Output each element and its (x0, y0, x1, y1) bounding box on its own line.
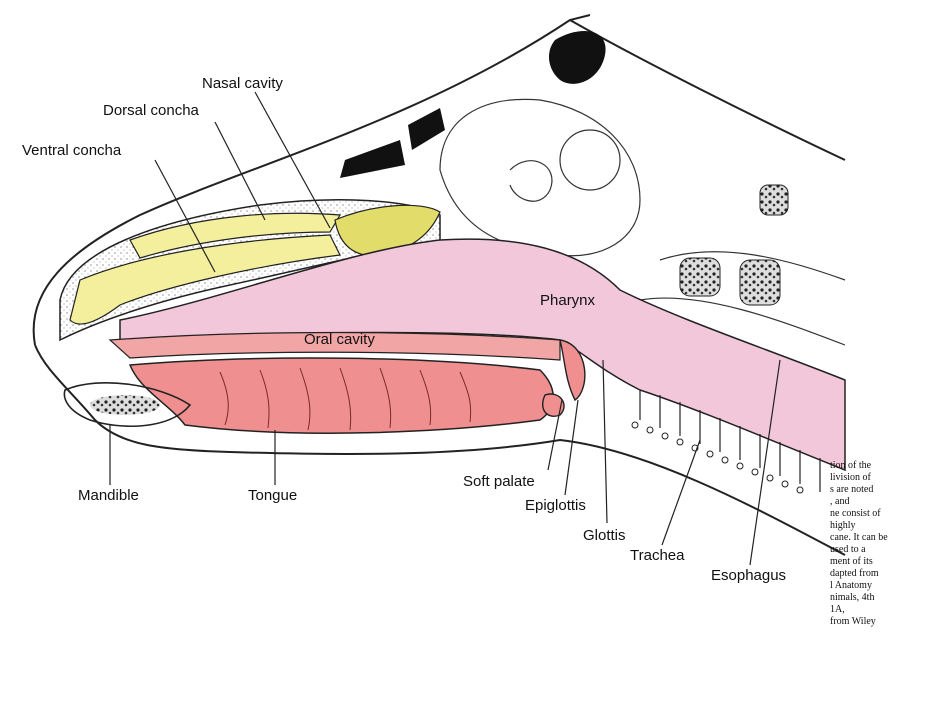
vertebra-2 (740, 260, 780, 305)
vertebra-3 (760, 185, 788, 215)
label-mandible: Mandible (78, 487, 139, 504)
frontal-sinus-3 (408, 108, 445, 150)
tongue-shape (130, 358, 553, 433)
label-nasal-cavity: Nasal cavity (202, 75, 283, 92)
caption-line: l Anatomy (830, 580, 929, 592)
caption-line: dapted from (830, 568, 929, 580)
caption-line: tion of the (830, 460, 929, 472)
label-oral-cavity: Oral cavity (304, 331, 375, 348)
turbinate-scroll (510, 161, 552, 201)
mandible-marrow (90, 395, 160, 415)
caption-line: used to a (830, 544, 929, 556)
caption-line: cane. It can be (830, 532, 929, 544)
label-pharynx: Pharynx (540, 292, 596, 309)
caption-line: 1A, (830, 604, 929, 616)
label-glottis: Glottis (583, 527, 626, 544)
caption-line: ne consist of (830, 508, 929, 520)
frontal-sinus-2 (340, 140, 405, 178)
figure-caption-fragment: tion of the livision of s are noted , an… (830, 460, 929, 715)
caption-line: from Wiley (830, 616, 929, 628)
label-soft-palate: Soft palate (463, 473, 535, 490)
caption-line: nimals, 4th (830, 592, 929, 604)
label-tongue: Tongue (248, 487, 297, 504)
caption-line: highly (830, 520, 929, 532)
label-trachea: Trachea (630, 547, 685, 564)
label-esophagus: Esophagus (711, 567, 786, 584)
frontal-sinus (549, 31, 606, 84)
label-dorsal-concha: Dorsal concha (103, 102, 200, 119)
vertebra-1 (680, 258, 720, 296)
caption-line: , and (830, 496, 929, 508)
label-epiglottis: Epiglottis (525, 497, 586, 514)
label-ventral-concha: Ventral concha (22, 142, 122, 159)
caption-line: ment of its (830, 556, 929, 568)
cranial-cavity (560, 130, 620, 190)
brain-case (440, 99, 640, 255)
caption-line: livision of (830, 472, 929, 484)
caption-line: s are noted (830, 484, 929, 496)
